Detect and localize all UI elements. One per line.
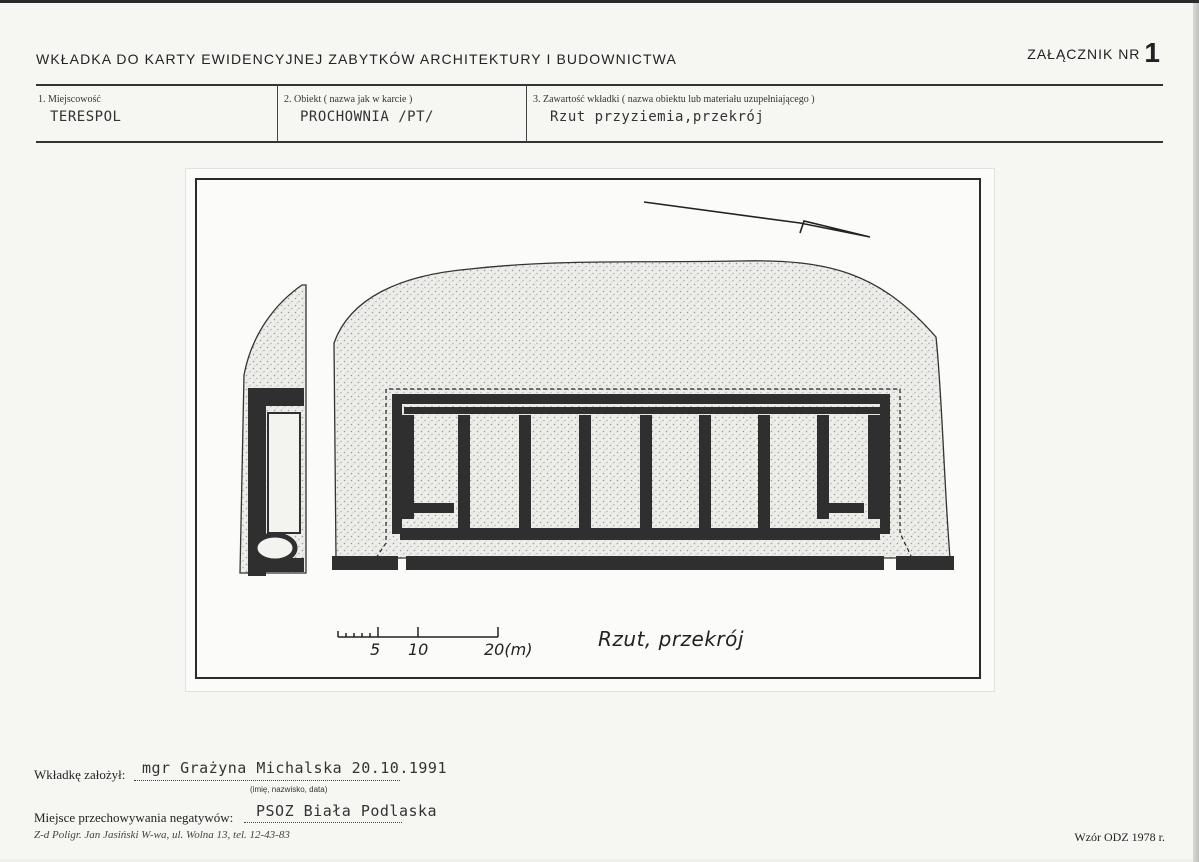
storage-label: Miejsce przechowywania negatywów: [34,810,234,825]
annex-label-text: ZAŁĄCZNIK NR [1027,46,1141,62]
plan-frame [195,178,981,679]
plan-walls [332,394,954,570]
scale-tick-20m: 20(m) [484,640,533,659]
author-dotted-line [134,780,400,781]
field-value-object: PROCHOWNIA /PT/ [300,109,434,125]
storage-value: PSOZ Biała Podlaska [256,802,438,820]
header-rule-bottom [36,141,1163,143]
field-value-contents: Rzut przyziemia,przekrój [550,109,765,125]
author-hint: (imię, nazwisko, data) [250,785,328,794]
storage-dotted-line [244,822,402,823]
scale-tick-5: 5 [370,640,381,659]
field-value-locality: TERESPOL [50,109,122,125]
page-edge [1193,3,1199,862]
author-value: mgr Grażyna Michalska 20.10.1991 [142,759,447,777]
field-label-contents: 3. Zawartość wkładki ( nazwa obiektu lub… [533,94,815,105]
form-code: Wzór ODZ 1978 r. [1074,830,1165,844]
field-divider-1 [277,85,278,142]
field-label-object: 2. Obiekt ( nazwa jak w karcie ) [284,94,413,105]
annex-number: 1 [1144,37,1161,68]
printer-imprint: Z-d Poligr. Jan Jasiński W-wa, ul. Wolna… [34,829,290,841]
section-left [248,388,304,576]
field-label-locality: 1. Miejscowość [38,94,101,105]
drawing-caption: Rzut, przekrój [598,627,744,651]
header-rule-top [36,84,1163,86]
document-title: WKŁADKA DO KARTY EWIDENCYJNEJ ZABYTKÓW A… [36,51,677,67]
north-arrow [643,201,871,238]
field-divider-2 [526,85,527,142]
scale-bar [337,627,499,638]
author-label: Wkładkę założył: [34,767,126,782]
scale-tick-10: 10 [408,640,429,659]
outer-dashed-line [375,388,913,559]
floor-plan-drawing [239,201,954,638]
